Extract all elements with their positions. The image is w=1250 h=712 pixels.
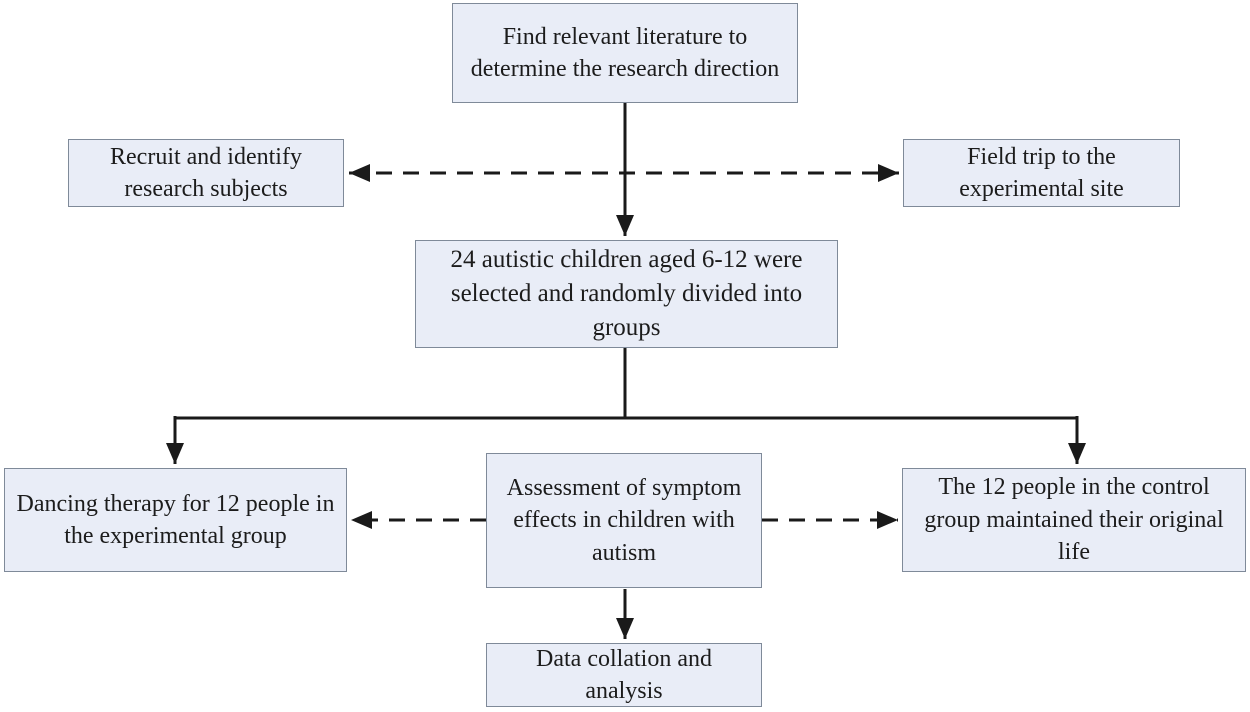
- node-dancing-therapy: Dancing therapy for 12 people in the exp…: [4, 468, 347, 572]
- node-find-literature: Find relevant literature to determine th…: [452, 3, 798, 103]
- connector-branch-bar: [173, 346, 1079, 420]
- node-field-trip: Field trip to the experimental site: [903, 139, 1180, 207]
- node-children-selected: 24 autistic children aged 6-12 were sele…: [415, 240, 838, 348]
- node-control-group: The 12 people in the control group maint…: [902, 468, 1246, 572]
- node-data-collation: Data collation and analysis: [486, 643, 762, 707]
- node-recruit-subjects: Recruit and identify research subjects: [68, 139, 344, 207]
- node-assessment: Assessment of symptom effects in childre…: [486, 453, 762, 588]
